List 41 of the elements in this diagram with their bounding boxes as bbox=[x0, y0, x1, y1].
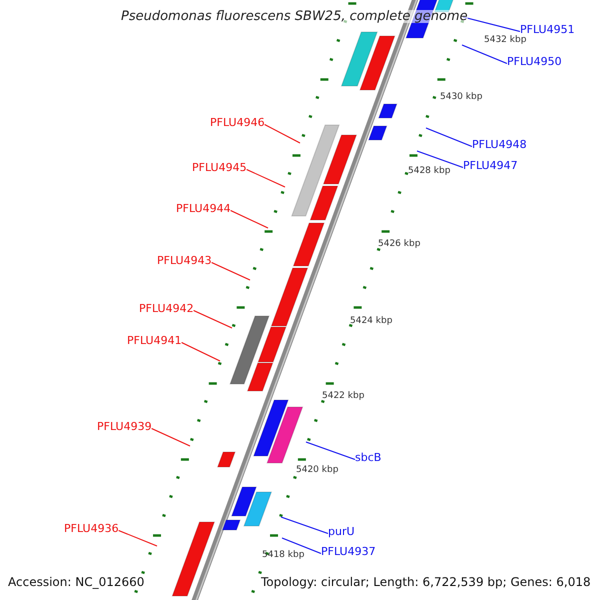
gene-label: PFLU4944 bbox=[176, 203, 231, 214]
leader-line bbox=[462, 44, 508, 64]
leader-line bbox=[118, 530, 158, 546]
gene-label: PFLU4941 bbox=[127, 335, 182, 346]
accession-text: Accession: NC_012660 bbox=[8, 576, 144, 588]
scale-label: 5424 kbp bbox=[350, 317, 392, 326]
gene-label: PFLU4939 bbox=[97, 421, 152, 432]
leader-line bbox=[426, 128, 472, 147]
scale-label: 5420 kbp bbox=[296, 466, 338, 475]
gene-label: PFLU4936 bbox=[64, 523, 119, 534]
genome-info-text: Topology: circular; Length: 6,722,539 bp; Genes: 6,018 bbox=[261, 576, 591, 588]
gene-label: sbcB bbox=[355, 452, 382, 463]
leader-line bbox=[462, 16, 520, 32]
leader-line bbox=[306, 442, 356, 460]
scale-label: 5430 kbp bbox=[440, 93, 482, 102]
gene-label: PFLU4947 bbox=[463, 160, 518, 171]
gene-label: purU bbox=[328, 526, 355, 537]
leader-line bbox=[246, 169, 286, 188]
leader-line bbox=[230, 210, 268, 228]
scale-label: 5418 kbp bbox=[262, 551, 304, 560]
scale-label: 5422 kbp bbox=[322, 392, 364, 401]
scale-label: 5432 kbp bbox=[484, 36, 526, 45]
title: Pseudomonas fluorescens SBW25, complete genome bbox=[121, 10, 468, 23]
gene-label: PFLU4948 bbox=[472, 139, 527, 150]
leader-line bbox=[282, 538, 322, 554]
leader-line bbox=[181, 342, 220, 362]
gene-label: PFLU4943 bbox=[157, 255, 212, 266]
gene-label: PFLU4946 bbox=[210, 117, 265, 128]
scale-label: 5428 kbp bbox=[408, 167, 450, 176]
gene-label: PFLU4951 bbox=[520, 24, 575, 35]
leader-line bbox=[264, 124, 300, 144]
gene-label: PFLU4945 bbox=[192, 162, 247, 173]
scale-label: 5426 kbp bbox=[378, 240, 420, 249]
leader-line bbox=[193, 310, 232, 328]
leader-line bbox=[151, 428, 190, 446]
leader-line bbox=[211, 262, 250, 280]
leader-line bbox=[280, 516, 328, 534]
gene-label: PFLU4942 bbox=[139, 303, 194, 314]
leader-line bbox=[416, 150, 464, 168]
gene-label: PFLU4950 bbox=[507, 56, 562, 67]
gene-label: PFLU4937 bbox=[321, 546, 376, 557]
